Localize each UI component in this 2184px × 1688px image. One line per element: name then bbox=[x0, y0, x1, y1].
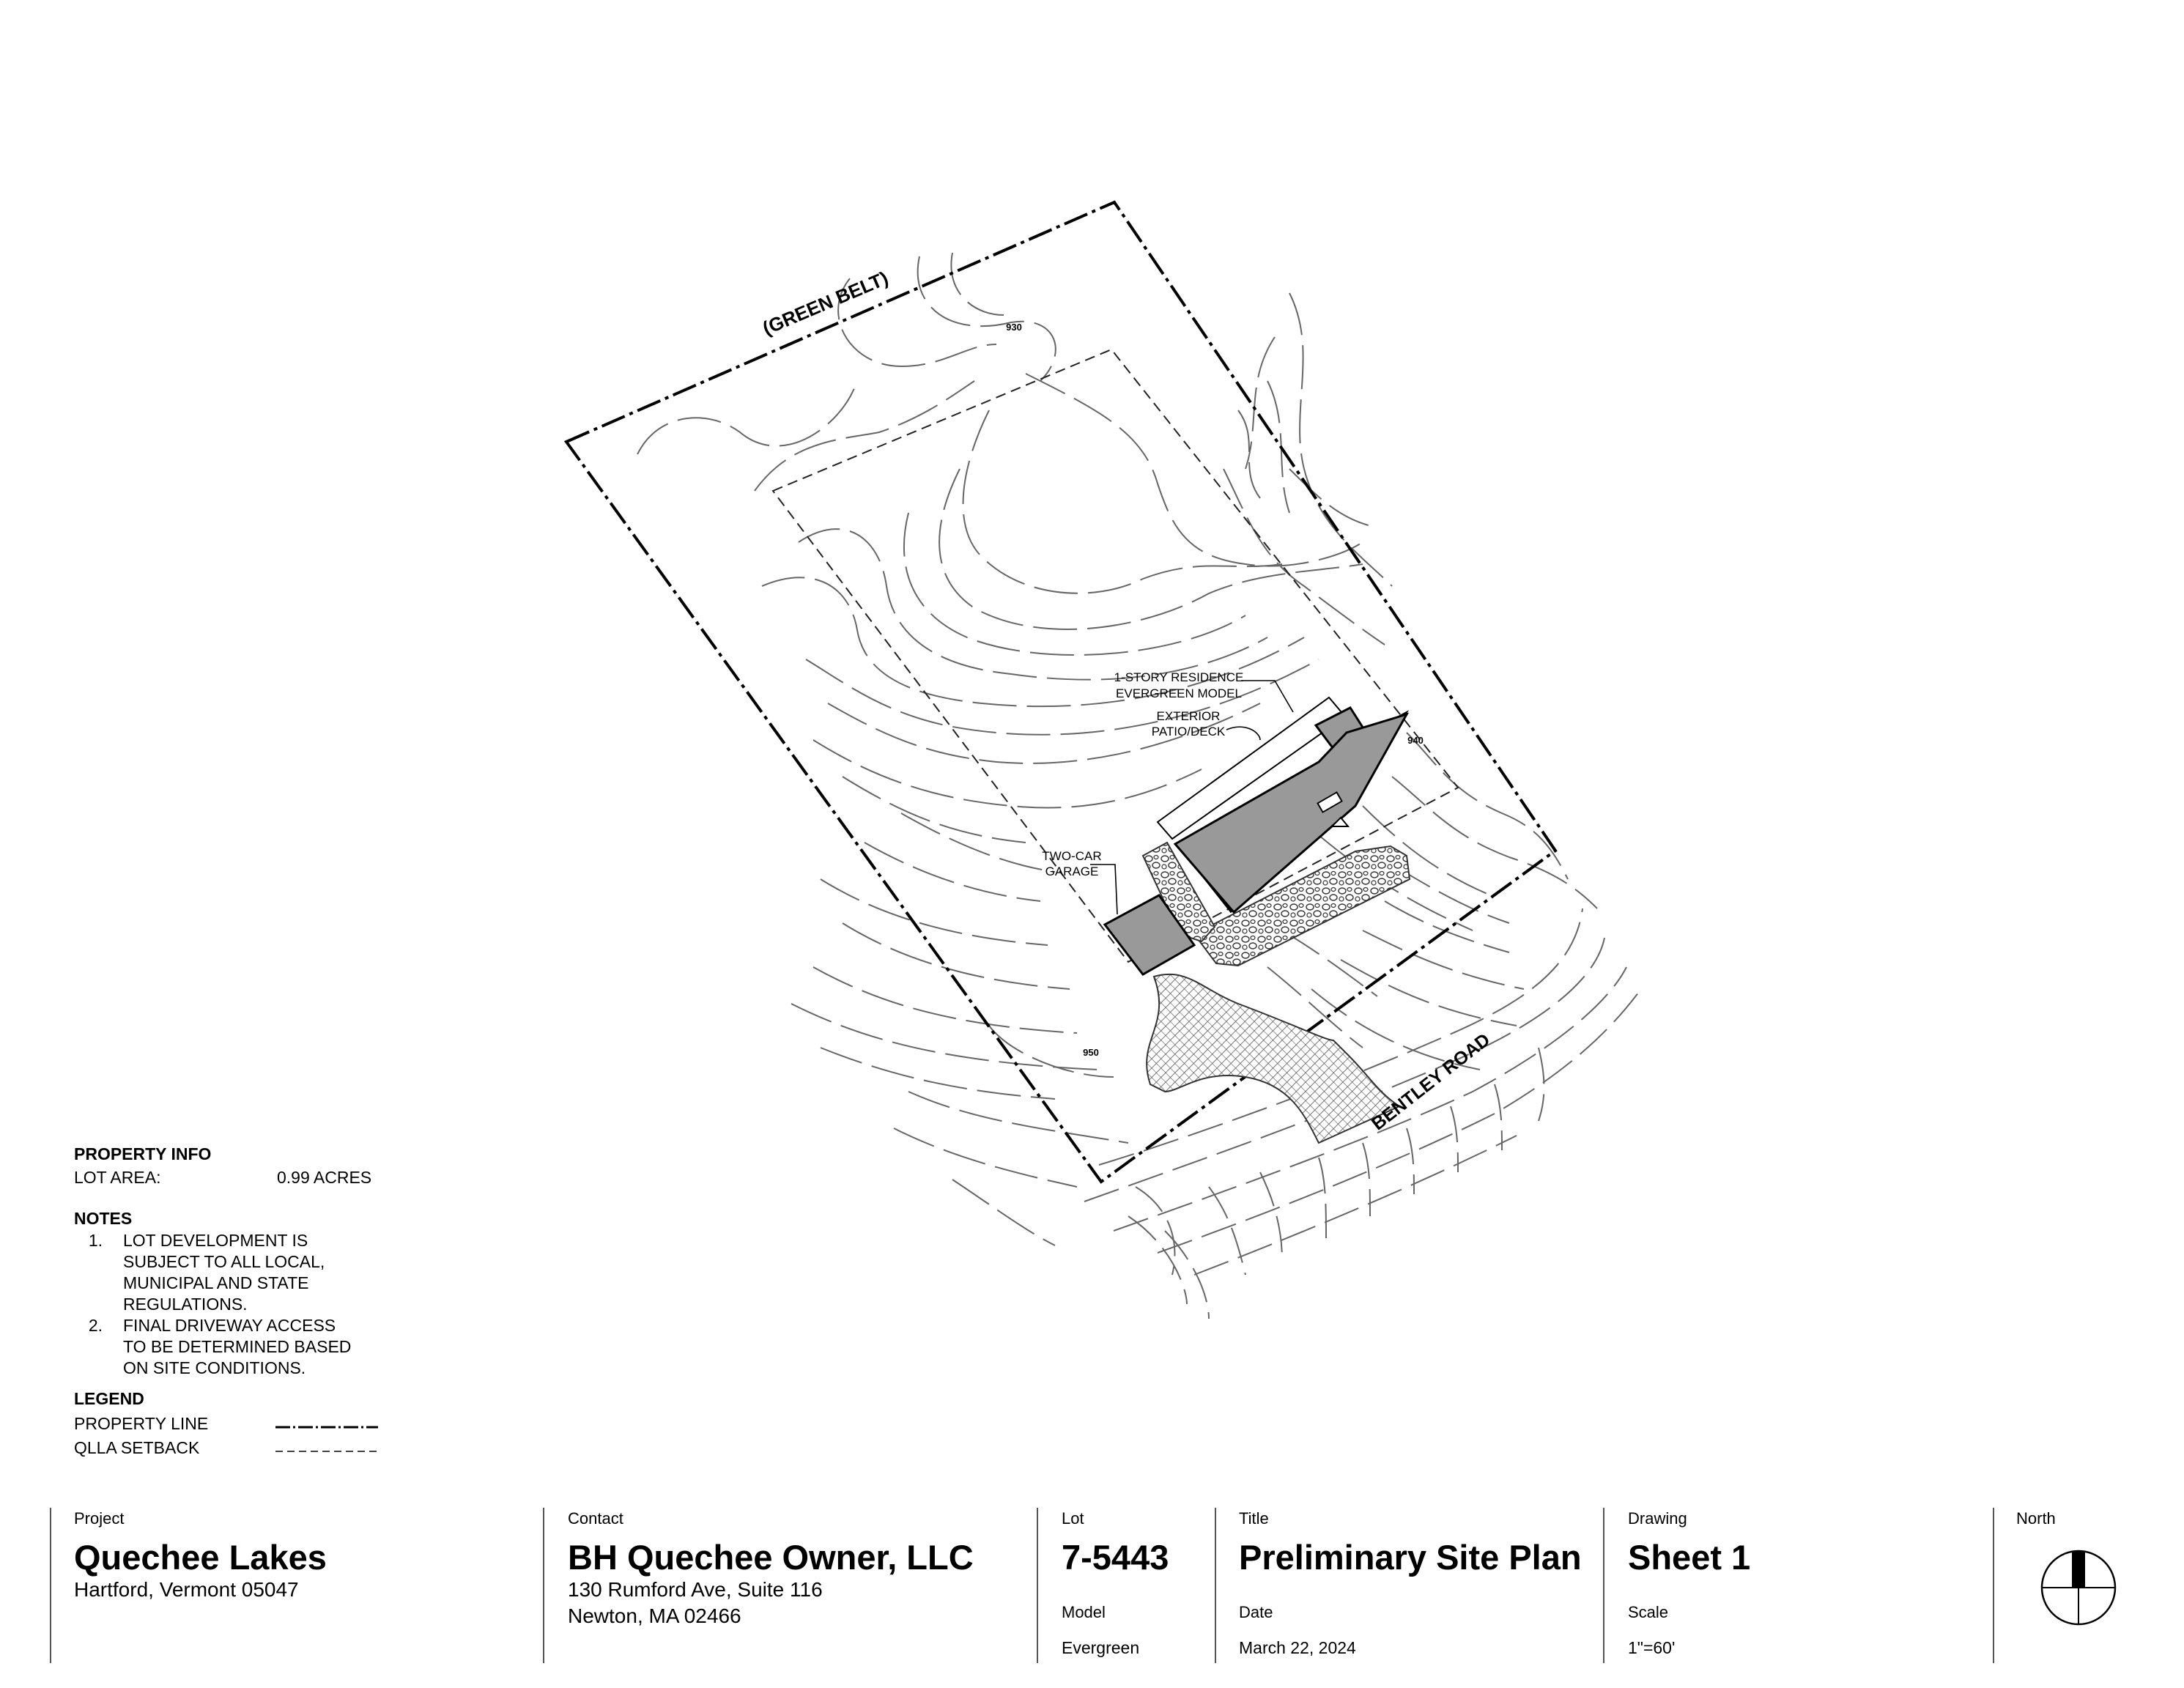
road-contours bbox=[1084, 908, 1642, 1319]
leader-lines bbox=[1090, 680, 1294, 915]
note-item: 1. LOT DEVELOPMENT IS SUBJECT TO ALL LOC… bbox=[74, 1230, 440, 1315]
note-number: 1. bbox=[88, 1231, 103, 1250]
lot-label: Lot bbox=[1062, 1509, 1084, 1528]
lot-area-value: 0.99 ACRES bbox=[277, 1168, 372, 1187]
title-divider bbox=[1993, 1508, 1994, 1663]
contact-name: BH Quechee Owner, LLC bbox=[568, 1538, 974, 1577]
scale-label: Scale bbox=[1628, 1603, 1669, 1621]
qlla-setback-line bbox=[771, 348, 1459, 963]
note-line: SUBJECT TO ALL LOCAL, bbox=[123, 1252, 325, 1271]
drawing-label: Drawing bbox=[1628, 1509, 1687, 1528]
north-cell: North bbox=[2016, 1509, 2056, 1528]
date-label: Date bbox=[1239, 1603, 1273, 1621]
date-value: March 22, 2024 bbox=[1239, 1638, 1356, 1657]
lot-area-label: LOT AREA: bbox=[74, 1168, 161, 1187]
contour-label-940: 940 bbox=[1407, 735, 1424, 746]
lot-cell: Lot 7-5443 Model Evergreen bbox=[1062, 1509, 1169, 1658]
contour-label-930: 930 bbox=[1006, 322, 1022, 333]
contour-label-950: 950 bbox=[1083, 1047, 1099, 1058]
note-line: MUNICIPAL AND STATE bbox=[123, 1273, 309, 1292]
garage-label-line2: GARAGE bbox=[1045, 865, 1099, 878]
contact-address-line2: Newton, MA 02466 bbox=[568, 1604, 741, 1627]
residence-building-main bbox=[1173, 712, 1410, 914]
note-item: 2. FINAL DRIVEWAY ACCESS TO BE DETERMINE… bbox=[74, 1315, 440, 1379]
patio-label-line1: EXTERIOR bbox=[1157, 709, 1221, 723]
model-label: Model bbox=[1062, 1603, 1106, 1621]
project-name: Quechee Lakes bbox=[74, 1538, 327, 1577]
title-divider bbox=[1603, 1508, 1604, 1663]
contour-lines bbox=[637, 252, 1598, 1246]
north-arrow-icon bbox=[2040, 1550, 2117, 1626]
note-line: REGULATIONS. bbox=[123, 1295, 248, 1314]
contact-cell: Contact BH Quechee Owner, LLC 130 Rumfor… bbox=[568, 1509, 974, 1629]
drawing-title: Preliminary Site Plan bbox=[1239, 1538, 1582, 1577]
legend-section: LEGEND PROPERTY LINE QLLA SETBACK bbox=[74, 1389, 294, 1459]
scale-value: 1"=60' bbox=[1628, 1638, 1676, 1657]
contact-address-line1: 130 Rumford Ave, Suite 116 bbox=[568, 1578, 823, 1601]
entry-marker bbox=[1330, 816, 1350, 827]
contact-label: Contact bbox=[568, 1509, 623, 1528]
note-number: 2. bbox=[88, 1316, 103, 1335]
garage-label-line1: TWO-CAR bbox=[1042, 849, 1101, 863]
stone-walkway-front bbox=[1193, 845, 1411, 967]
project-location: Hartford, Vermont 05047 bbox=[74, 1578, 299, 1601]
project-cell: Project Quechee Lakes Hartford, Vermont … bbox=[74, 1509, 327, 1603]
title-divider bbox=[1215, 1508, 1216, 1663]
notes-section: NOTES 1. LOT DEVELOPMENT IS SUBJECT TO A… bbox=[74, 1209, 440, 1379]
residence-label-line2: EVERGREEN MODEL bbox=[1116, 686, 1242, 700]
driveway bbox=[1146, 973, 1402, 1144]
property-info-section: PROPERTY INFO LOT AREA: 0.99 ACRES bbox=[74, 1144, 440, 1188]
patio-label-line2: PATIO/DECK bbox=[1152, 725, 1226, 738]
project-label: Project bbox=[74, 1509, 125, 1528]
bentley-road-label: BENTLEY ROAD bbox=[1368, 1029, 1494, 1134]
note-line: FINAL DRIVEWAY ACCESS bbox=[123, 1316, 336, 1335]
note-line: LOT DEVELOPMENT IS bbox=[123, 1231, 308, 1250]
garage-building bbox=[1103, 894, 1196, 976]
property-line bbox=[563, 200, 1558, 1184]
property-info-heading: PROPERTY INFO bbox=[74, 1144, 212, 1163]
legend-item-property-line: PROPERTY LINE bbox=[74, 1414, 209, 1433]
title-divider bbox=[50, 1508, 51, 1663]
sheet-number: Sheet 1 bbox=[1628, 1538, 1751, 1577]
title-cell: Title Preliminary Site Plan Date March 2… bbox=[1239, 1509, 1582, 1658]
note-line: TO BE DETERMINED BASED bbox=[123, 1337, 352, 1356]
model-value: Evergreen bbox=[1062, 1638, 1140, 1657]
north-label: North bbox=[2016, 1509, 2056, 1528]
residence-label-line1: 1-STORY RESIDENCE bbox=[1114, 670, 1244, 684]
title-label: Title bbox=[1239, 1509, 1269, 1528]
residence-notch bbox=[1317, 791, 1343, 813]
notes-heading: NOTES bbox=[74, 1209, 133, 1228]
title-divider bbox=[543, 1508, 544, 1663]
title-divider bbox=[1037, 1508, 1038, 1663]
legend-item-qlla-setback: QLLA SETBACK bbox=[74, 1438, 200, 1457]
drawing-cell: Drawing Sheet 1 Scale 1"=60' bbox=[1628, 1509, 1750, 1658]
note-line: ON SITE CONDITIONS. bbox=[123, 1358, 306, 1377]
lot-number: 7-5443 bbox=[1062, 1538, 1169, 1577]
legend-heading: LEGEND bbox=[74, 1389, 144, 1408]
